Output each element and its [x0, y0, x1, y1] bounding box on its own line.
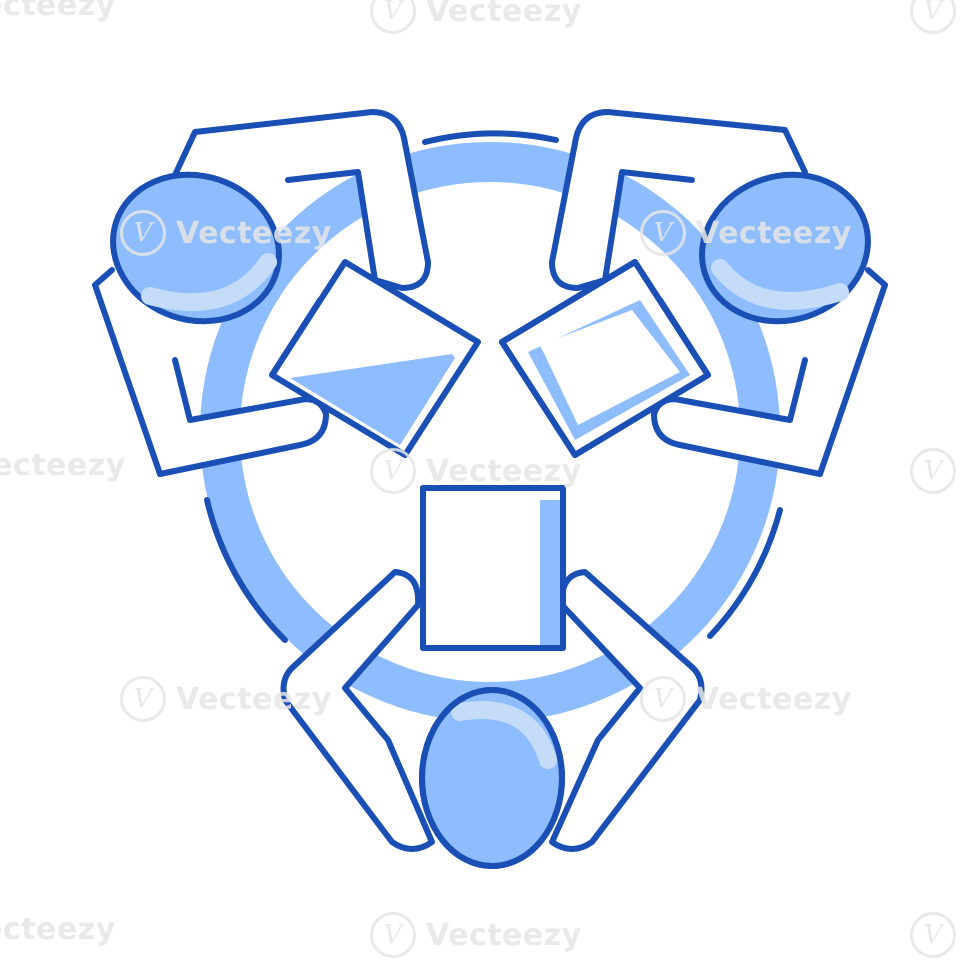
person-top-left	[92, 109, 481, 477]
upper-arm-top-left	[172, 109, 431, 291]
head-highlight-bottom	[451, 701, 557, 769]
upper-arm-top-right	[549, 109, 808, 291]
table-outline-right	[707, 507, 783, 639]
table-outline-top	[422, 130, 559, 145]
lower-arm-top-right	[651, 267, 888, 477]
tablet-screen-bottom	[540, 500, 560, 645]
person-top-right	[499, 109, 888, 477]
lower-arm-top-left	[92, 267, 329, 477]
head-highlight-top-left	[141, 253, 277, 312]
head-highlight-top-right	[711, 259, 849, 310]
laptop-screen-top-left	[290, 354, 455, 445]
person-bottom	[280, 485, 705, 869]
left-arm-bottom	[280, 569, 435, 852]
table-outline-left	[204, 497, 288, 643]
